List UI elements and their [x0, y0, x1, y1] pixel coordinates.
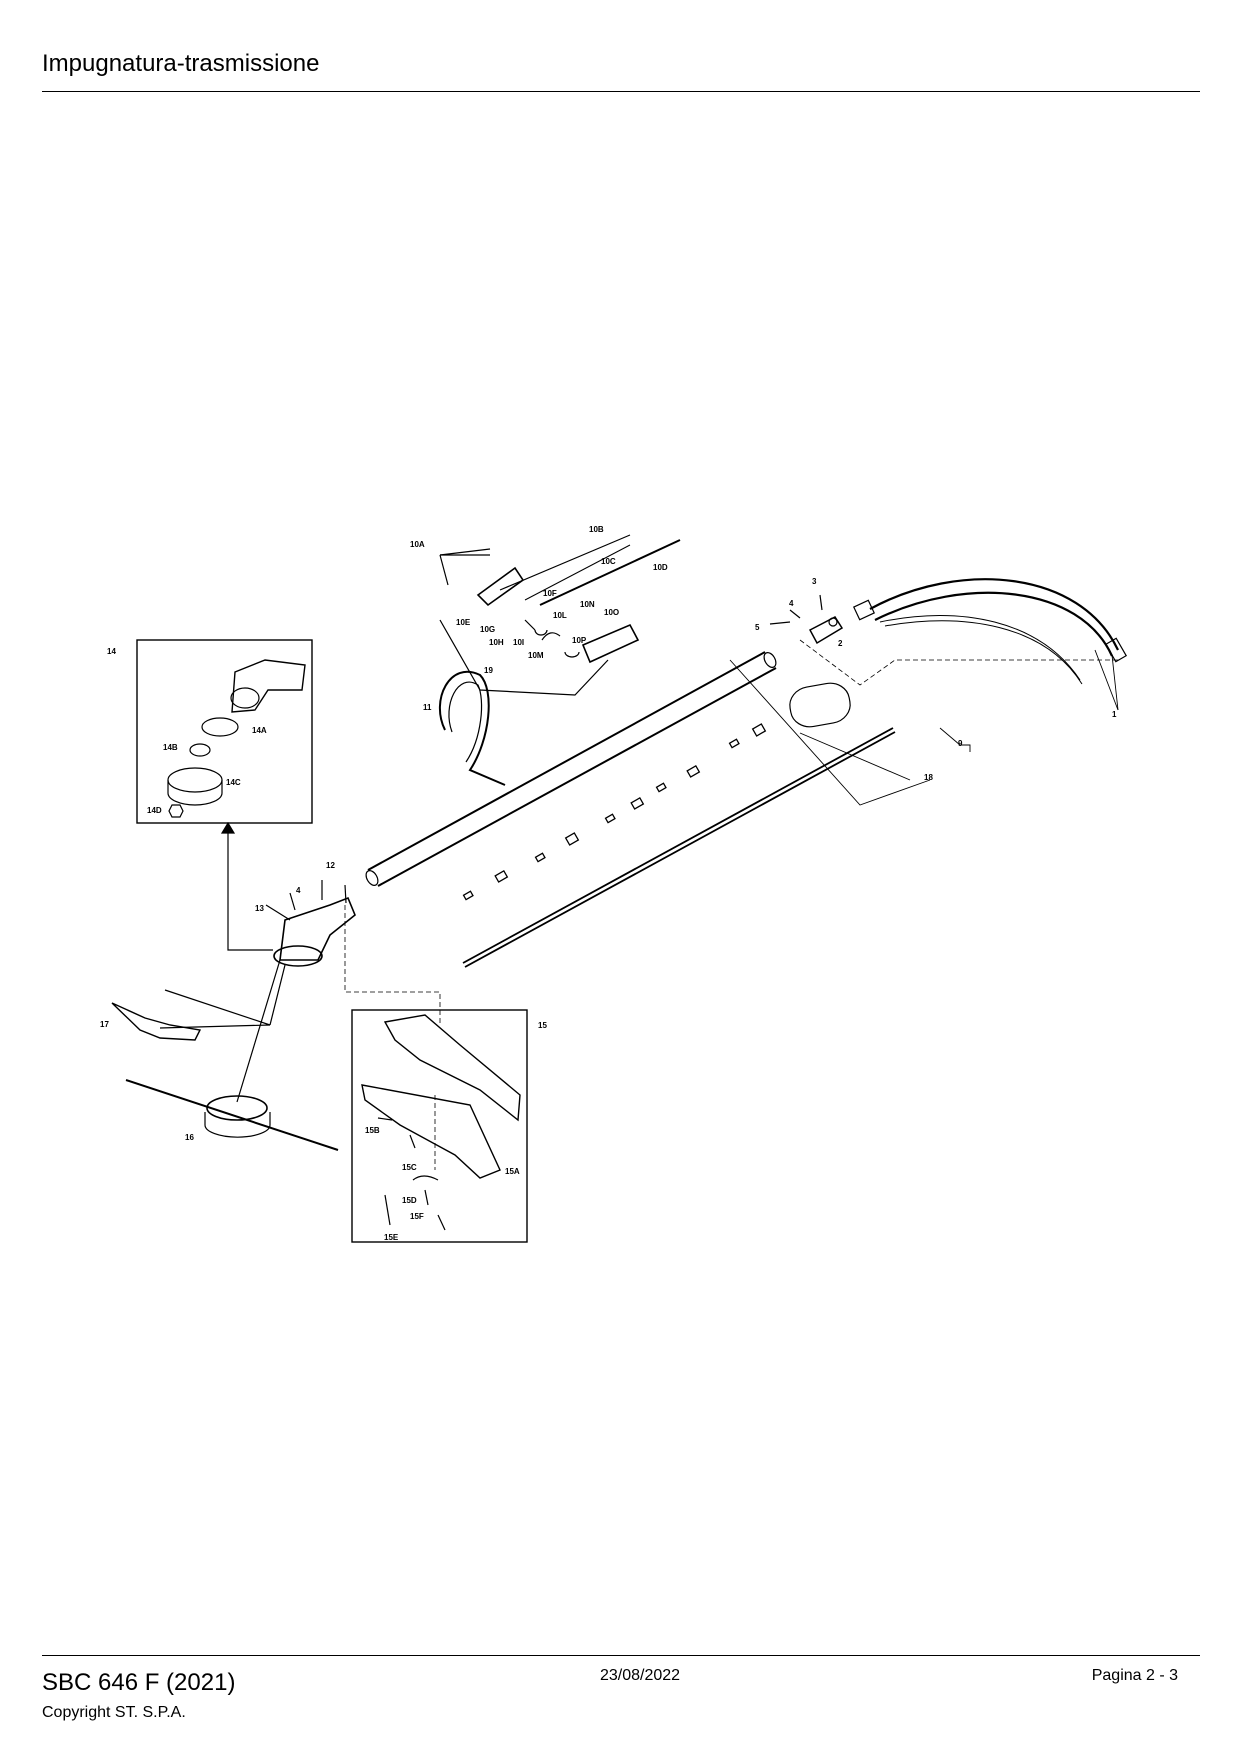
flexible-drive-cable: [852, 578, 1128, 685]
callout-9: 9: [958, 739, 963, 748]
page-number: Pagina 2 - 3: [1091, 1667, 1178, 1684]
callout-2: 2: [838, 639, 843, 648]
shaft-joint-detail: [789, 682, 851, 728]
callout-19: 19: [484, 666, 493, 675]
callout-13: 13: [255, 904, 264, 913]
callout-12: 12: [326, 861, 335, 870]
callout-11: 11: [423, 703, 432, 712]
gearhead: [265, 880, 356, 967]
callout-14B: 14B: [163, 743, 178, 752]
callout-16: 16: [185, 1133, 194, 1142]
trimmer-head: [125, 959, 339, 1151]
detail-box-14: [136, 639, 313, 824]
callout-17: 17: [100, 1020, 109, 1029]
callout-15F: 15F: [410, 1212, 424, 1221]
callout-3: 3: [812, 577, 817, 586]
detail-arrow: [220, 821, 273, 951]
dashed-assembly-lines: [344, 639, 1118, 1170]
callout-15B: 15B: [365, 1126, 380, 1135]
callout-10F: 10F: [543, 589, 557, 598]
callout-15D: 15D: [402, 1196, 417, 1205]
callout-14D: 14D: [147, 806, 162, 815]
callout-18: 18: [924, 773, 933, 782]
callout-10D: 10D: [653, 563, 668, 572]
callout-10N: 10N: [580, 600, 595, 609]
callout-15C: 15C: [402, 1163, 417, 1172]
callout-10A: 10A: [410, 540, 425, 549]
callout-5: 5: [755, 623, 760, 632]
guard-exploded: [361, 1014, 521, 1231]
shaft-bushings: [462, 723, 767, 901]
callout-10I: 10I: [513, 638, 524, 647]
handle-assembly: [439, 534, 681, 696]
callout-10H: 10H: [489, 638, 504, 647]
callout-14A: 14A: [252, 726, 267, 735]
callout-14: 14: [107, 647, 116, 656]
callout-10L: 10L: [553, 611, 567, 620]
callout-10B: 10B: [589, 525, 604, 534]
callout-10M: 10M: [528, 651, 544, 660]
callout-10C: 10C: [601, 557, 616, 566]
gearhead-exploded: [167, 659, 306, 818]
callout-15: 15: [538, 1021, 547, 1030]
page-title: Impugnatura-trasmissione: [42, 50, 320, 77]
detail-box-15: [351, 1009, 528, 1243]
loop-handle: [439, 670, 506, 786]
cutting-blade: [111, 964, 286, 1041]
callout-4-gearhead: 4: [296, 886, 301, 895]
callout-10G: 10G: [480, 625, 495, 634]
callout-1: 1: [1112, 710, 1117, 719]
callout-14C: 14C: [226, 778, 241, 787]
copyright-text: Copyright ST. S.P.A.: [42, 1704, 186, 1721]
callout-10O: 10O: [604, 608, 619, 617]
footer-divider: [42, 1655, 1200, 1656]
document-date: 23/08/2022: [600, 1667, 681, 1684]
coupling-part: [769, 594, 844, 645]
callout-10E: 10E: [456, 618, 471, 627]
inner-drive-shaft: [462, 727, 896, 968]
callout-4: 4: [789, 599, 794, 608]
header-divider: [42, 91, 1200, 92]
callout-10P: 10P: [572, 636, 587, 645]
callout-15E: 15E: [384, 1233, 399, 1242]
drive-shaft-tube: [365, 651, 777, 887]
model-name: SBC 646 F (2021): [42, 1669, 236, 1696]
callout-15A: 15A: [505, 1167, 520, 1176]
